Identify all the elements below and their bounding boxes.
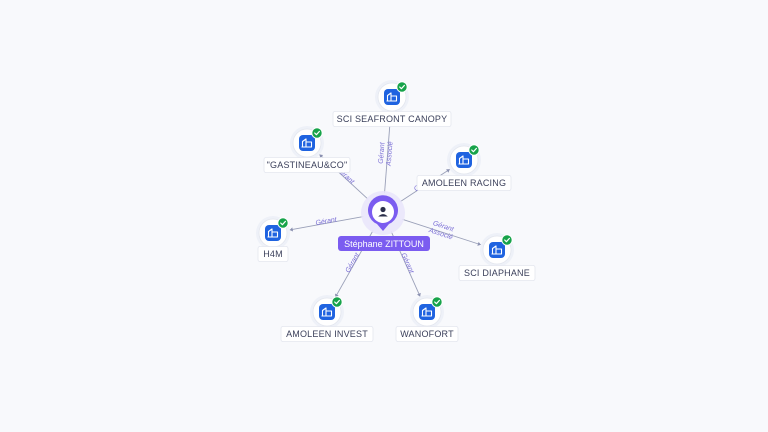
company-name: WANOFORT [400,329,454,339]
company-building-icon [319,304,335,320]
company-node[interactable]: SCI SEAFRONT CANOPY [332,80,452,127]
check-icon [468,144,480,156]
center-person-name: Stéphane ZITTOUN [344,239,424,249]
company-label: SCI SEAFRONT CANOPY [332,111,452,127]
company-name: SCI DIAPHANE [464,268,530,278]
check-icon [331,296,343,308]
center-person-node[interactable]: Stéphane ZITTOUN [338,191,430,251]
check-icon [431,296,443,308]
company-building-icon [419,304,435,320]
company-name: H4M [263,249,283,259]
company-label: SCI DIAPHANE [458,265,536,281]
relation-edge: Gérant [289,216,364,232]
company-node[interactable]: AMOLEEN RACING [416,143,512,191]
relation-label: Gérant [315,216,338,227]
relation-label: Gérant [378,141,387,164]
relation-label: Gérant [399,252,415,275]
relation-label: Gérant [345,251,362,274]
company-name: "GASTINEAU&CO" [267,160,348,170]
company-building-icon [456,152,472,168]
check-icon [311,127,323,139]
company-node[interactable]: WANOFORT [395,295,459,342]
company-building-icon [489,242,505,258]
company-building-icon [384,89,400,105]
check-icon [396,81,408,93]
company-label: H4M [257,246,289,262]
company-name: SCI SEAFRONT CANOPY [337,114,448,124]
company-label: AMOLEEN INVEST [280,326,374,342]
company-name: AMOLEEN RACING [422,178,506,188]
company-node[interactable]: AMOLEEN INVEST [280,295,374,342]
company-node[interactable]: H4M [256,216,290,262]
check-icon [277,217,289,229]
company-node[interactable]: SCI DIAPHANE [458,233,536,281]
company-label: WANOFORT [395,326,459,342]
company-label: "GASTINEAU&CO" [263,157,351,173]
company-label: AMOLEEN RACING [416,175,512,191]
company-building-icon [265,225,281,241]
person-icon [378,206,388,217]
check-icon [501,234,513,246]
company-name: AMOLEEN INVEST [286,329,368,339]
relation-label: Associé [386,141,395,167]
company-node[interactable]: "GASTINEAU&CO" [263,126,351,173]
company-building-icon [299,135,315,151]
